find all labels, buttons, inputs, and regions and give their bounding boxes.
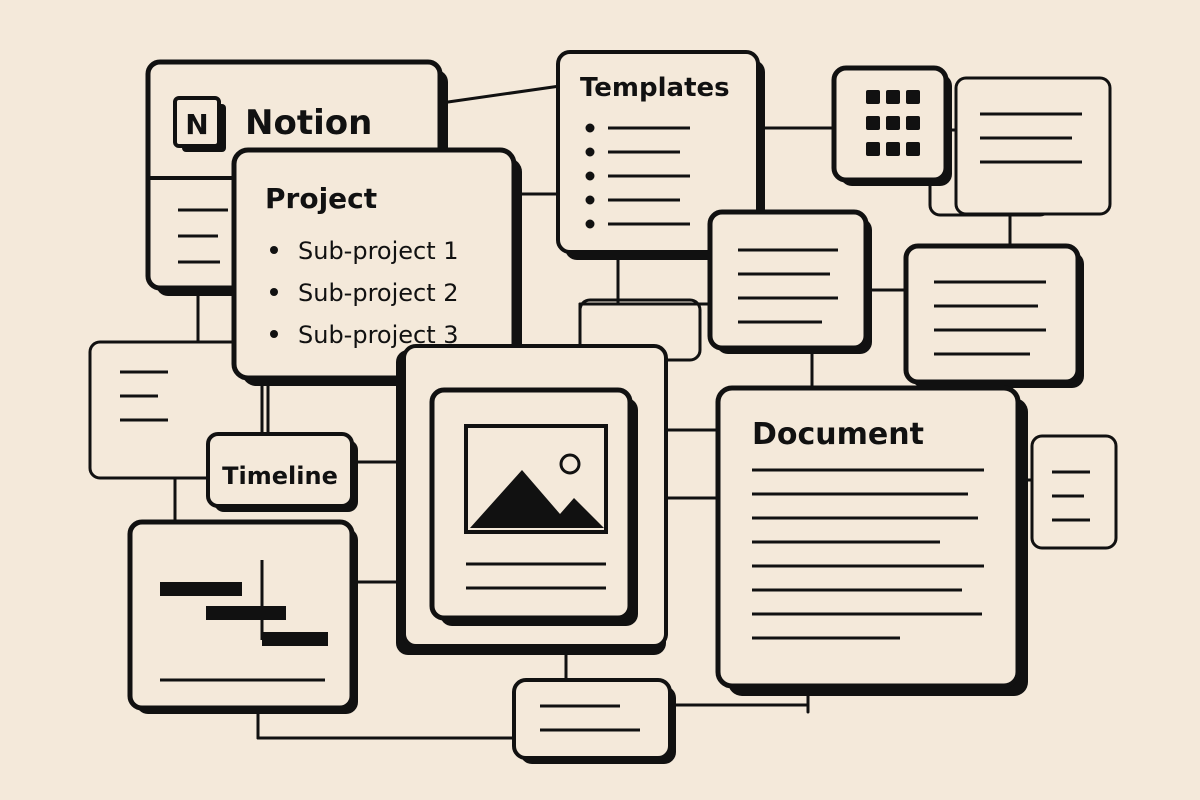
document-title: Document [752,417,924,452]
templates-title: Templates [580,73,730,103]
timeline-title: Timeline [222,462,338,490]
gantt-card[interactable] [127,519,358,714]
document-card[interactable]: Document [715,385,1028,696]
text-card-middle[interactable] [707,209,872,354]
notion-logo-icon: N [173,96,226,152]
project-list-item[interactable]: Sub-project 2 [298,279,459,307]
image-card[interactable] [429,387,638,626]
grid-icon [866,90,920,156]
connector [446,84,562,104]
project-list-item[interactable]: Sub-project 1 [298,237,459,265]
notion-logo-text: Notion [245,103,372,143]
project-card[interactable]: Project Sub-project 1 Sub-project 2 Sub-… [231,147,522,386]
timeline-card[interactable]: Timeline [206,432,358,512]
templates-card[interactable]: Templates [556,50,765,260]
grid-card[interactable] [831,65,952,186]
image-icon [464,424,608,534]
project-list: Sub-project 1 Sub-project 2 Sub-project … [270,237,459,349]
gantt-icon [160,560,328,682]
templates-list [585,123,690,229]
text-card-bottom[interactable] [512,678,676,764]
document-lines [752,468,984,640]
notion-logo-glyph: N [185,108,208,141]
text-card-small-right[interactable] [1030,434,1118,550]
text-card-top-right[interactable] [954,76,1112,216]
project-title: Project [265,182,377,215]
text-card-right[interactable] [903,243,1084,388]
